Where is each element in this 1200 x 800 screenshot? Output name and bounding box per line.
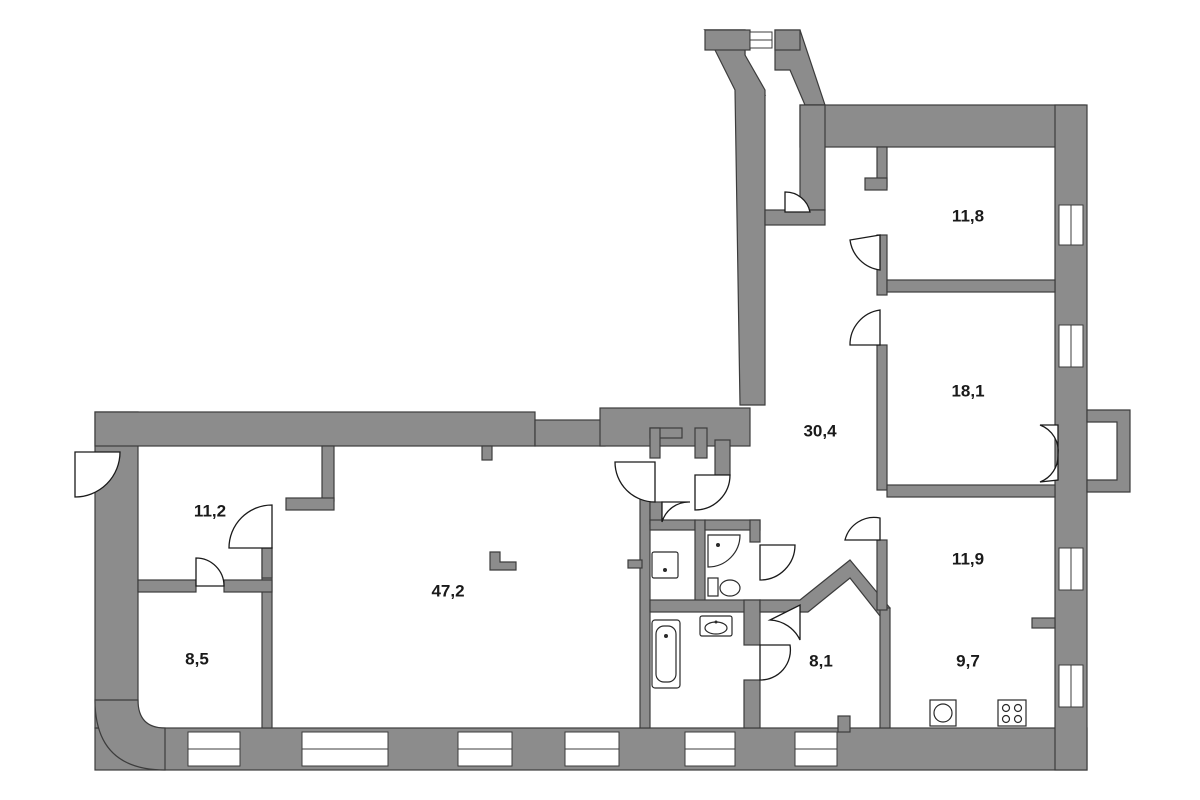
door-shower (661, 501, 691, 523)
stove-icon (997, 699, 1027, 727)
room-area-nw: 11,2 (194, 501, 226, 520)
room-area-bedroom-e: 18,1 (951, 381, 984, 400)
windows (187, 31, 1084, 767)
room-area-utility: 8,1 (809, 651, 833, 670)
door-11-8 (849, 234, 881, 271)
door-18-1 (849, 309, 881, 346)
fixtures (651, 534, 1027, 727)
room-area-kitchen: 9,7 (956, 651, 980, 670)
room-labels: 30,4 47,2 11,2 8,5 11,8 18,1 11,9 9,7 8,… (185, 206, 984, 670)
sink-icon (651, 551, 679, 579)
door-wc (759, 544, 796, 581)
room-area-bedroom-ne: 11,8 (952, 206, 984, 225)
interior-walls (137, 146, 1056, 733)
door-8-5 (195, 557, 225, 587)
door-hall-south (694, 474, 731, 511)
door-entry-bath (614, 461, 656, 503)
room-area-living: 47,2 (431, 581, 464, 600)
door-11-2 (228, 504, 273, 549)
door-bath (759, 644, 792, 681)
door-11-9 (844, 516, 881, 541)
door-balcony-b (1039, 454, 1059, 483)
room-area-se: 11,9 (952, 549, 984, 568)
toilet-icon (707, 577, 719, 597)
room-area-sw: 8,5 (185, 649, 209, 668)
doors (74, 191, 1059, 681)
door-8-1 (767, 603, 801, 641)
door-balcony-a (1039, 424, 1059, 456)
room-area-hall: 30,4 (803, 421, 837, 440)
door-hall-north (784, 191, 811, 213)
shower-icon (707, 534, 741, 568)
door-nw (74, 451, 121, 498)
